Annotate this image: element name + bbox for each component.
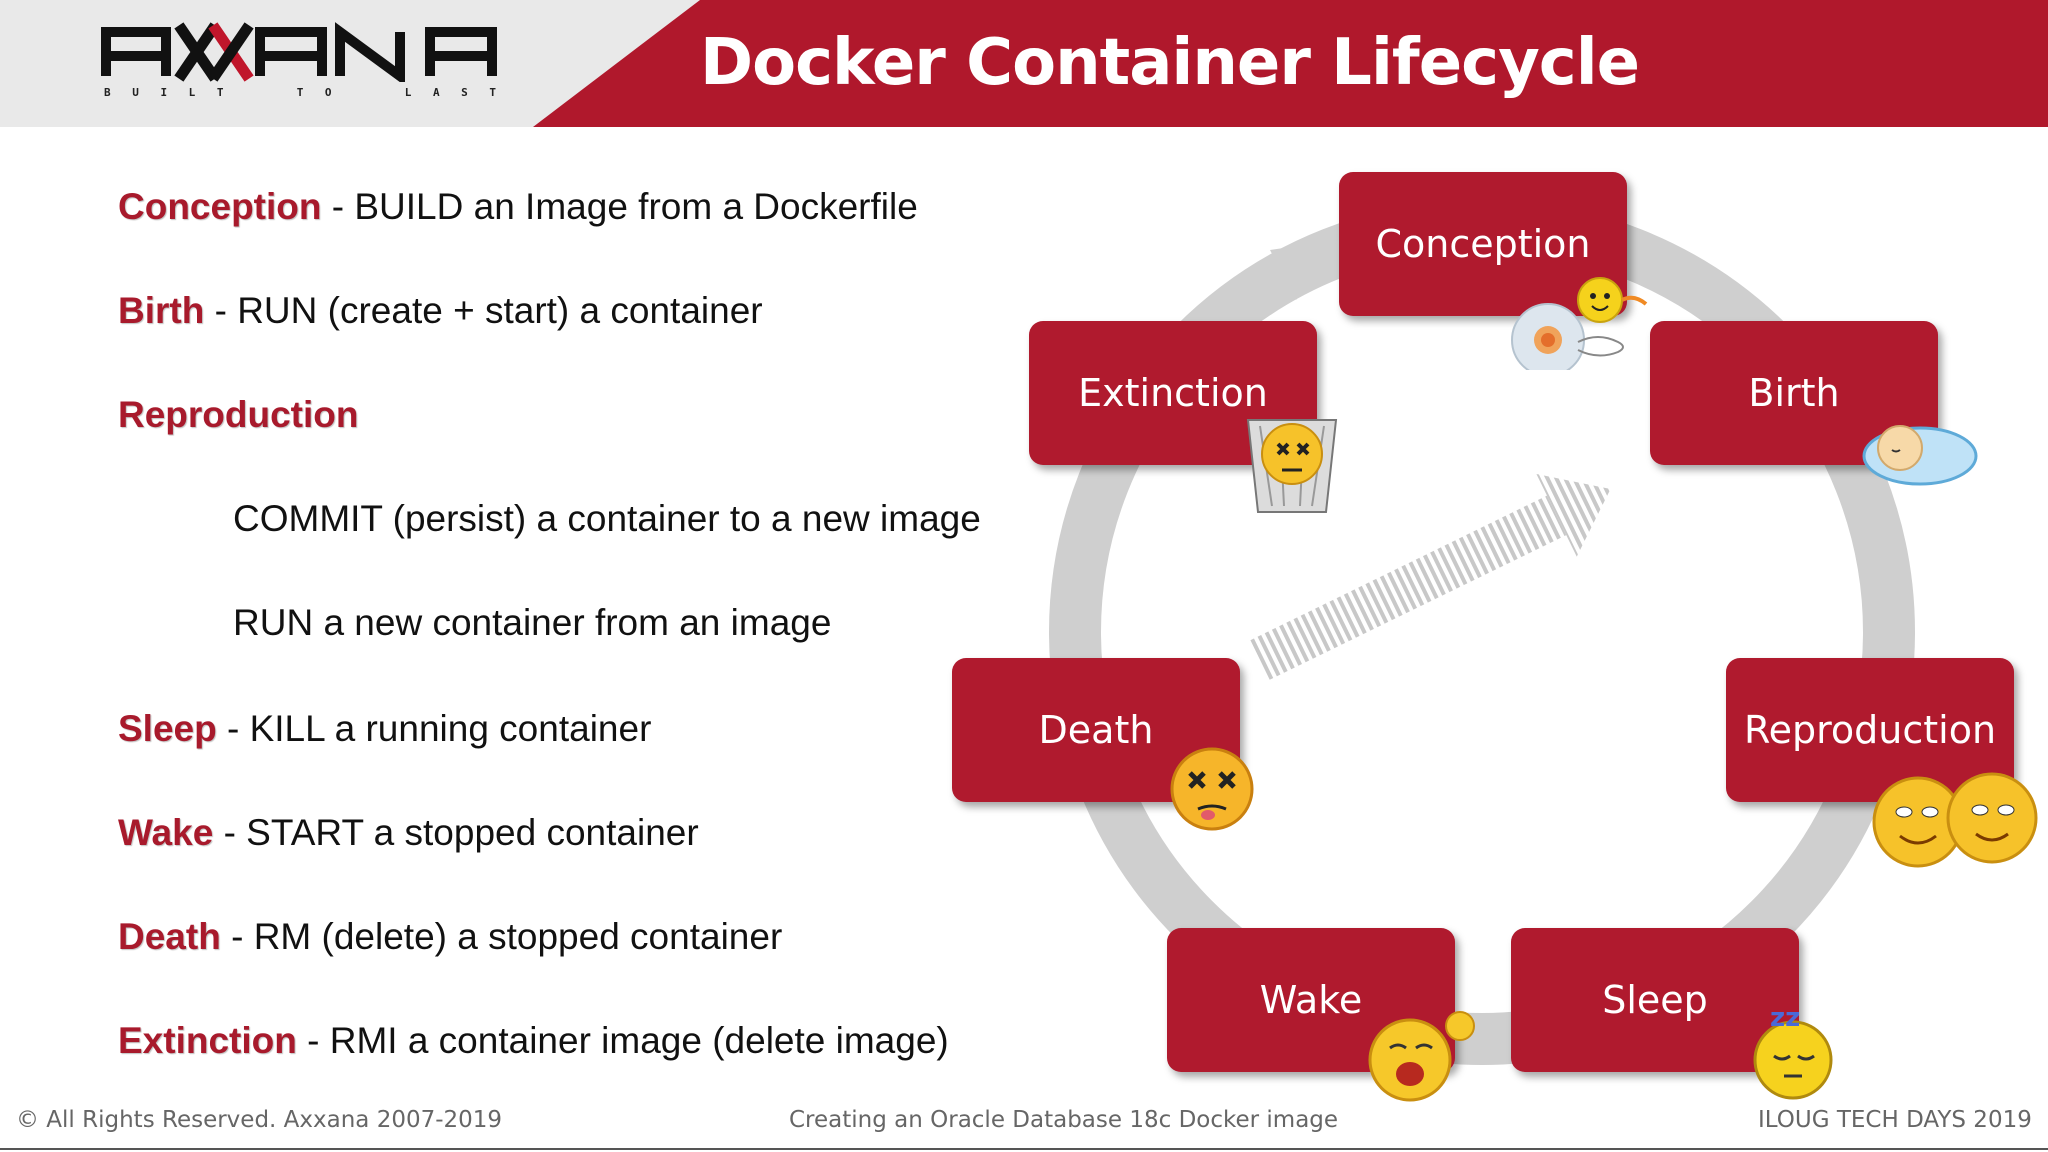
twins-icon xyxy=(1872,772,2038,868)
lifecycle-item-death: Death - RM (delete) a stopped container xyxy=(118,912,782,962)
lifecycle-item-sleep: Sleep - KILL a running container xyxy=(118,704,651,754)
lifecycle-desc: - RMI a container image (delete image) xyxy=(296,1020,949,1061)
svg-text:zz: zz xyxy=(1770,1003,1800,1033)
lifecycle-term: Sleep xyxy=(118,708,217,749)
tagline-letter: T xyxy=(216,86,224,99)
lifecycle-desc: - START a stopped container xyxy=(213,812,699,853)
stage-extinction: Extinction xyxy=(1029,321,1317,465)
lifecycle-desc: - KILL a running container xyxy=(216,708,652,749)
footer-divider xyxy=(0,1148,2048,1150)
stage-death: Death xyxy=(952,658,1240,802)
lifecycle-desc: - RM (delete) a stopped container xyxy=(220,916,783,957)
lifecycle-term: Death xyxy=(118,916,221,957)
lifecycle-term: Extinction xyxy=(118,1020,297,1061)
tagline-letter: O xyxy=(324,86,332,99)
lifecycle-term: Birth xyxy=(118,290,205,331)
lifecycle-term: Wake xyxy=(118,812,214,853)
tagline-letter: I xyxy=(160,86,168,99)
footer-presentation-title: Creating an Oracle Database 18c Docker i… xyxy=(789,1107,1339,1133)
tagline-letter: L xyxy=(188,86,196,99)
tagline-letter: T xyxy=(296,86,304,99)
lifecycle-item-reproduction: Reproduction xyxy=(118,390,358,440)
tagline-letter: B xyxy=(104,86,111,99)
lifecycle-item-extinction: Extinction - RMI a container image (dele… xyxy=(118,1016,949,1066)
header-red-band xyxy=(533,0,2048,127)
lifecycle-desc: COMMIT (persist) a container to a new im… xyxy=(233,498,981,539)
lifecycle-desc: - RUN (create + start) a container xyxy=(204,290,763,331)
trash-bin-face-icon xyxy=(1246,419,1338,513)
stage-sleep: Sleep xyxy=(1511,928,1799,1072)
lifecycle-subitem-run: RUN a new container from an image xyxy=(233,598,831,648)
axxana-logo xyxy=(101,22,497,82)
reproduction-arrow xyxy=(1250,473,1611,680)
slide-title: Docker Container Lifecycle xyxy=(700,26,1640,100)
footer-event: ILOUG TECH DAYS 2019 xyxy=(1758,1107,2032,1133)
dead-face-icon xyxy=(1170,747,1254,831)
ring-arrowhead xyxy=(1270,240,1338,300)
tagline-letter: L xyxy=(404,86,412,99)
lifecycle-diagram: Conception Birth Reproduction Sleep Wake… xyxy=(940,160,2048,1102)
tagline-letter: S xyxy=(461,86,468,99)
tagline-letter: T xyxy=(489,86,496,99)
tagline-letter: A xyxy=(432,86,440,99)
stage-reproduction: Reproduction xyxy=(1726,658,2014,802)
lifecycle-desc: RUN a new container from an image xyxy=(233,602,832,643)
lifecycle-item-birth: Birth - RUN (create + start) a container xyxy=(118,286,763,336)
lifecycle-subitem-commit: COMMIT (persist) a container to a new im… xyxy=(233,494,981,544)
yawning-face-icon xyxy=(1368,1011,1475,1102)
sperm-egg-icon xyxy=(1511,277,1648,370)
lifecycle-term: Conception xyxy=(118,186,322,227)
baby-icon xyxy=(1862,425,1978,486)
stage-conception: Conception xyxy=(1339,172,1627,316)
lifecycle-term: Reproduction xyxy=(118,394,359,435)
sleeping-face-icon: zz xyxy=(1753,1003,1833,1100)
logo-tagline: B U I L T T O L A S T xyxy=(104,86,496,99)
lifecycle-item-conception: Conception - BUILD an Image from a Docke… xyxy=(118,182,918,232)
header-bar: B U I L T T O L A S T Docker Container L… xyxy=(0,0,2048,127)
tagline-letter: U xyxy=(132,86,139,99)
footer-copyright: © All Rights Reserved. Axxana 2007-2019 xyxy=(16,1107,503,1133)
lifecycle-item-wake: Wake - START a stopped container xyxy=(118,808,699,858)
lifecycle-desc: - BUILD an Image from a Dockerfile xyxy=(321,186,918,227)
